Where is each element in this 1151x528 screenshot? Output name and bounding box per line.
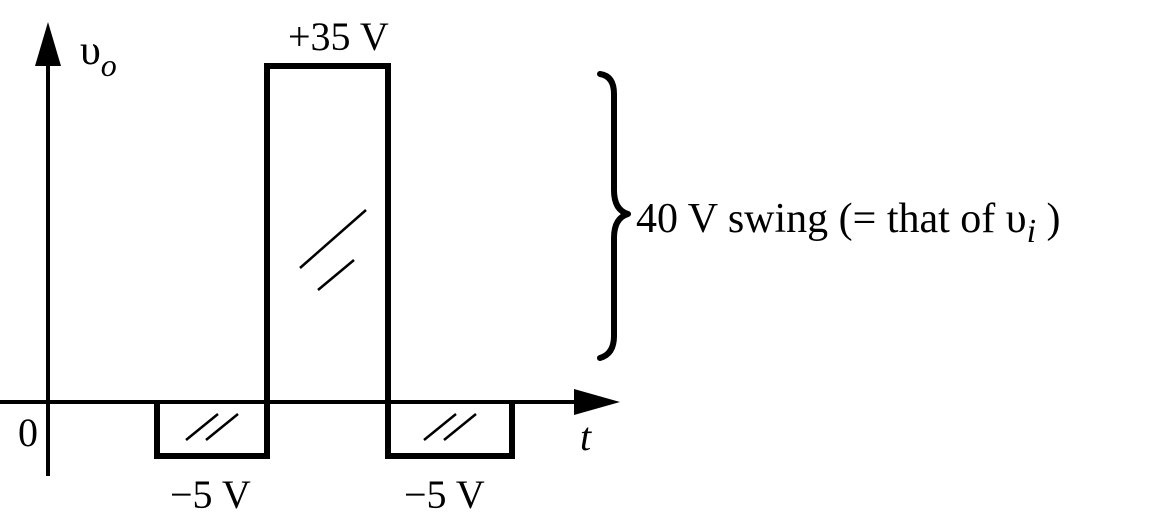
pulse-low-right [385, 402, 515, 459]
pulse-high [264, 63, 391, 402]
hatch-left [185, 413, 239, 441]
level-high-label: +35 V [288, 14, 389, 59]
y-axis-label: υo [80, 28, 117, 83]
level-low-left-label: −5 V [170, 472, 251, 517]
pulse-low-left [154, 402, 270, 459]
x-axis-arrowhead [574, 389, 620, 415]
y-axis-arrowhead [35, 22, 61, 66]
hatch-center [299, 209, 367, 291]
origin-label: 0 [18, 410, 38, 455]
swing-brace [597, 71, 631, 361]
hatch-right [423, 413, 477, 441]
level-low-right-label: −5 V [404, 472, 485, 517]
swing-label: 40 V swing (= that of υi ) [636, 196, 1061, 250]
x-axis-label: t [580, 414, 592, 459]
